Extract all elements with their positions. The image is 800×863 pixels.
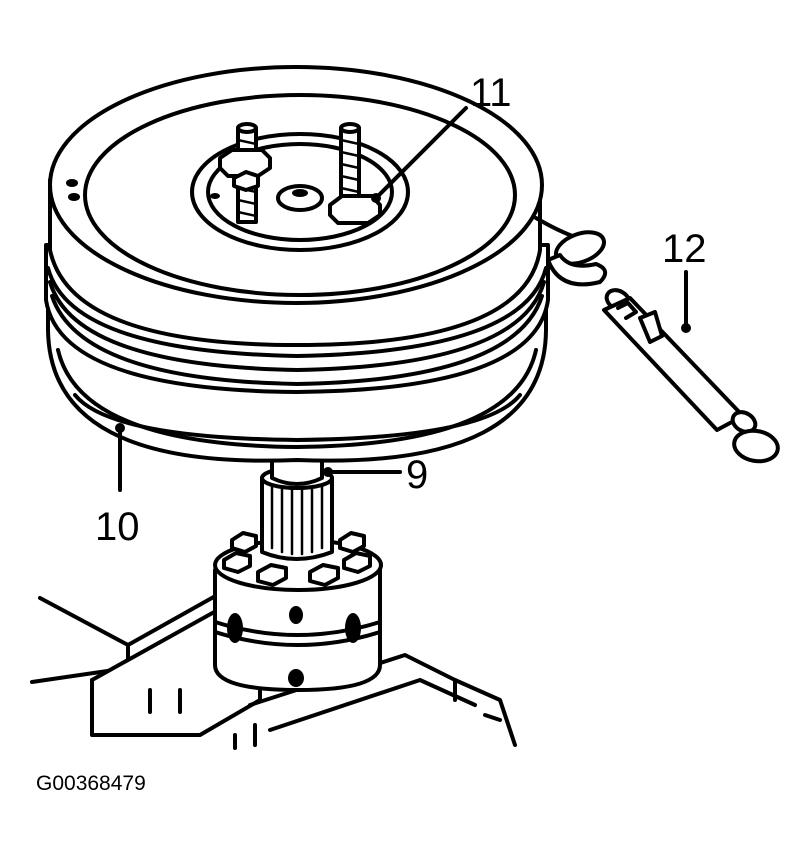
leader-lines: [115, 106, 691, 492]
leader-10-dot: [115, 423, 125, 433]
callout-9: 9: [406, 453, 428, 497]
hub-bolts: [222, 531, 372, 587]
hub-housing: [213, 531, 383, 692]
leader-11: [374, 106, 468, 200]
callout-12: 12: [662, 227, 707, 271]
leader-12-dot: [681, 323, 691, 333]
leader-11-dot: [371, 193, 381, 203]
leader-9-dot: [323, 467, 333, 477]
callout-11: 11: [470, 71, 512, 115]
puller-bolts: [218, 122, 382, 225]
chain-and-tool: [534, 216, 780, 464]
callout-10: 10: [95, 505, 140, 549]
crankshaft-pulley: [44, 65, 550, 463]
splined-shaft: [260, 446, 334, 561]
figure-id: G00368479: [36, 772, 146, 795]
